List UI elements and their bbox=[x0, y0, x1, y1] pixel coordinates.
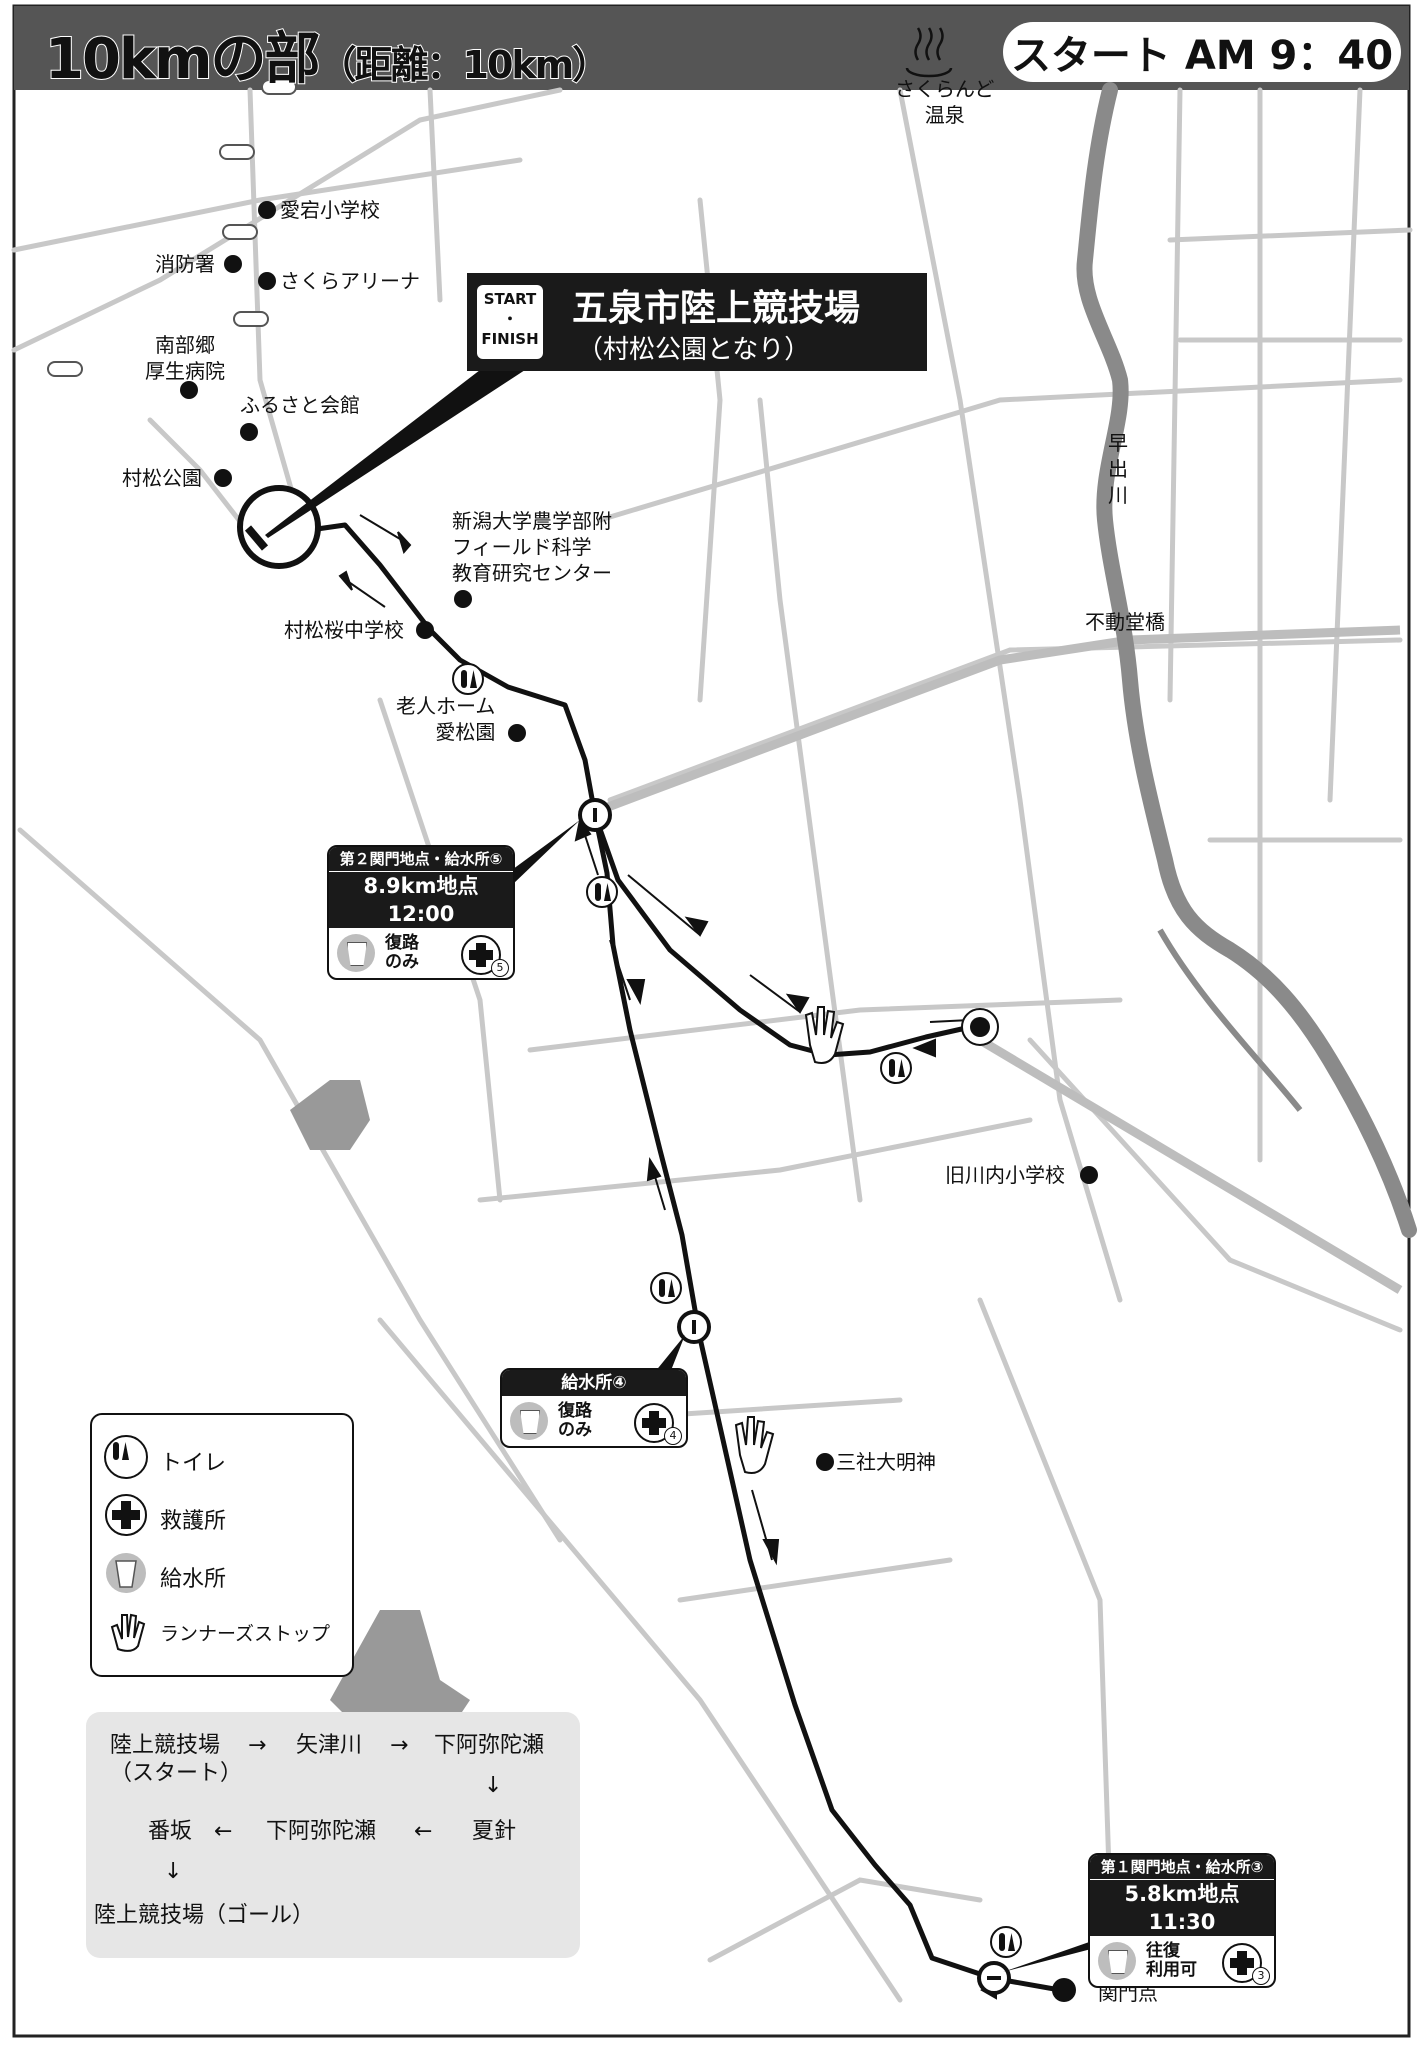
water-cup-icon bbox=[337, 934, 375, 972]
venue-box: START ・ FINISH 五泉市陸上競技場 （村松公園となり） bbox=[467, 273, 927, 371]
turnaround-dot bbox=[970, 1017, 990, 1037]
onsen-label: さくらんど 温泉 bbox=[895, 77, 995, 127]
aid-station-icon bbox=[1222, 1943, 1262, 1983]
start-finish-badge: START ・ FINISH bbox=[477, 285, 543, 359]
place-sakura-arena: さくらアリーナ bbox=[280, 269, 420, 293]
side-road bbox=[977, 1036, 1403, 1294]
legend-label: ランナーズストップ bbox=[160, 1623, 331, 1645]
checkpoint-distance: 8.9km地点 12:00 bbox=[329, 871, 513, 928]
place-niigata-univ: 新潟大学農学部附 フィールド科学 教育研究センター bbox=[452, 509, 612, 585]
checkpoint-distance: 5.8km地点 11:30 bbox=[1090, 1879, 1274, 1936]
traffic-lights bbox=[47, 79, 297, 377]
toilet-icon bbox=[990, 1926, 1022, 1958]
route-arrow: ↓ bbox=[484, 1773, 503, 1798]
start-line bbox=[244, 525, 269, 551]
water-note: 復路 のみ bbox=[385, 933, 419, 972]
route-goal: 陸上競技場（ゴール） bbox=[94, 1903, 315, 1928]
aid-number: 3 bbox=[1252, 1967, 1270, 1985]
place-kyu-kawauchi-school: 旧川内小学校 bbox=[945, 1163, 1065, 1187]
place-fudo-bridge: 不動堂橋 bbox=[1085, 610, 1165, 634]
map-legend: トイレ 救護所 給水所 ランナーズストップ bbox=[90, 1413, 354, 1677]
place-muramatsu-park: 村松公園 bbox=[122, 466, 202, 490]
start-time-badge: スタート AM 9：40 bbox=[1003, 22, 1401, 82]
place-sansha-shrine: 三社大明神 bbox=[836, 1450, 936, 1474]
checkpoint-title: 第２関門地点・給水所⑤ bbox=[329, 847, 513, 871]
route-shimoamidase-out: 下阿弥陀瀬 bbox=[434, 1733, 545, 1758]
route-arrow: ↓ bbox=[164, 1859, 183, 1884]
place-dot bbox=[816, 1453, 834, 1471]
route-arrow: → bbox=[248, 1733, 267, 1758]
legend-label: 救護所 bbox=[160, 1509, 227, 1534]
aid-number: 4 bbox=[664, 1427, 682, 1445]
water-note: 復路 のみ bbox=[558, 1401, 592, 1440]
checkpoint-title: 給水所④ bbox=[502, 1370, 686, 1396]
toilet-icon bbox=[880, 1052, 912, 1084]
legend-label: 給水所 bbox=[160, 1567, 227, 1592]
route-start: 陸上競技場 （スタート） bbox=[110, 1733, 243, 1786]
place-dot bbox=[508, 724, 526, 742]
place-atago-school: 愛宕小学校 bbox=[280, 198, 380, 222]
hayade-river bbox=[1076, 82, 1417, 1238]
onsen-icon bbox=[905, 27, 953, 78]
place-fire-station: 消防署 bbox=[155, 252, 215, 276]
venue-pointer bbox=[265, 370, 525, 538]
callout-pointers bbox=[505, 820, 1095, 1972]
kanmon-turn-dot bbox=[1052, 1978, 1076, 2002]
toilet-icon bbox=[452, 663, 484, 695]
place-dot bbox=[1080, 1166, 1098, 1184]
place-dot bbox=[258, 272, 276, 290]
route-yazugawa: 矢津川 bbox=[296, 1733, 363, 1758]
place-dot bbox=[416, 621, 434, 639]
toilet-icon bbox=[104, 1435, 148, 1479]
title-distance: （距離：10km） bbox=[318, 42, 612, 88]
aid-station-icon bbox=[105, 1494, 147, 1536]
course-line bbox=[307, 522, 1063, 1993]
route-shimoamidase-back: 下阿弥陀瀬 bbox=[266, 1819, 377, 1844]
water-note: 往復 利用可 bbox=[1146, 1941, 1197, 1980]
route-bansaka: 番坂 bbox=[148, 1819, 193, 1844]
place-elderly-home: 老人ホーム 愛松園 bbox=[396, 694, 496, 744]
place-furusato-hall: ふるさと会館 bbox=[240, 393, 360, 417]
main-road bbox=[598, 625, 1401, 815]
route-summary: 陸上競技場 （スタート） → 矢津川 → 下阿弥陀瀬 ↓ 番坂 ← 下阿弥陀瀬 … bbox=[86, 1712, 580, 1958]
route-arrow: → bbox=[390, 1733, 409, 1758]
place-dot bbox=[180, 381, 198, 399]
checkpoint-5-callout: 第２関門地点・給水所⑤ 8.9km地点 12:00 復路 のみ 5 bbox=[327, 845, 515, 980]
pond bbox=[290, 1080, 370, 1150]
place-dot bbox=[224, 255, 242, 273]
place-hayade-river: 早 出 川 bbox=[1108, 431, 1128, 507]
venue-name: 五泉市陸上競技場 bbox=[572, 288, 861, 329]
place-dot bbox=[258, 201, 276, 219]
runners-stop-hand-icon bbox=[734, 1006, 845, 1474]
aid-number: 5 bbox=[491, 959, 509, 977]
checkpoint-3-callout: 第１関門地点・給水所③ 5.8km地点 11:30 往復 利用可 3 bbox=[1088, 1853, 1276, 1988]
checkpoint-title: 第１関門地点・給水所③ bbox=[1090, 1855, 1274, 1879]
toilet-icon bbox=[650, 1272, 682, 1304]
runners-stop-hand-icon bbox=[110, 1613, 146, 1652]
route-arrow: ← bbox=[214, 1819, 233, 1844]
place-dot bbox=[454, 590, 472, 608]
legend-label: トイレ bbox=[160, 1451, 227, 1476]
place-nanbugo-hospital: 南部郷 厚生病院 bbox=[145, 333, 225, 383]
title-main: 10kmの部 bbox=[44, 26, 322, 93]
place-dot bbox=[240, 423, 258, 441]
lake bbox=[330, 1610, 470, 1730]
checkpoint-4-callout: 給水所④ 復路 のみ 4 bbox=[500, 1368, 688, 1448]
page-title: 10kmの部（距離：10km） bbox=[44, 14, 612, 95]
water-cup-icon bbox=[510, 1402, 548, 1440]
water-cup-icon bbox=[106, 1553, 146, 1593]
place-muramatsu-sakura-jhs: 村松桜中学校 bbox=[284, 618, 404, 642]
toilet-icon bbox=[586, 876, 618, 908]
route-arrow: ← bbox=[414, 1819, 433, 1844]
water-cup-icon bbox=[1098, 1942, 1136, 1980]
place-dot bbox=[214, 469, 232, 487]
route-natsuhari: 夏針 bbox=[472, 1819, 517, 1844]
venue-note: （村松公園となり） bbox=[577, 335, 811, 365]
